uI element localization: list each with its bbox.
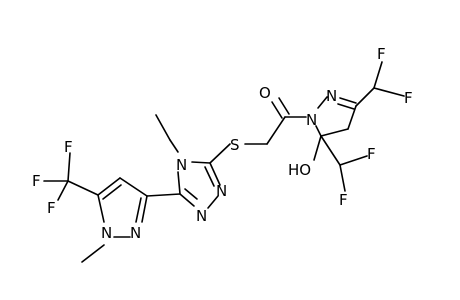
bonds [43,61,405,263]
bond-n2-c3-double-b [337,103,355,110]
bond-carbonyl-c-o-2 [278,97,290,115]
bond-pyrazole-c3-n2-a [141,195,148,223]
bond-triazole-n1-n2 [207,195,219,209]
bond-n4-ethyl-ch2 [169,139,179,153]
bond-triazole-c3-n4 [191,161,211,164]
bond-pyrazole-c4-c5-a [97,177,121,196]
atom-s: S [230,136,240,154]
atom-f-cf3-3: F [47,199,56,217]
bond-n1-n2 [317,96,328,109]
bond-carbonyl-c-o-1 [271,101,283,119]
atom-o-carbonyl: O [259,84,271,102]
bond-triazole-n2-c3-b [204,166,215,187]
bond-c5-n1 [315,125,322,137]
bond-pyrazole-c3-n2-b [135,197,142,223]
bond-cf3-f-top [67,152,71,182]
atom-f-top-1: F [377,45,386,63]
bond-triazole-n4-c5 [177,171,181,195]
bond-s-triazole-c [209,143,231,164]
atom-f-cf3-1: F [64,138,73,156]
atom-f-mid-1: F [367,145,376,163]
atom-f-top-2: F [404,89,413,107]
atom-n-triazole-1: N [196,207,207,225]
bond-triazole-c5-n1-a [179,193,195,207]
atom-f-mid-2: F [339,191,348,209]
atom-f-cf3-2: F [32,172,41,190]
atom-n-pyrazole-2: N [130,224,141,242]
bond-ethyl-ch2-ch3 [155,114,171,141]
bond-c3-chf2 [355,87,375,107]
bond-pyrazole-c3-c4 [119,177,148,197]
bond-n1-methyl [81,244,105,263]
bond-c5-cf3 [67,180,99,196]
atom-n-triazole-4: N [176,156,187,174]
bond-triazole-c5-n1-b [184,188,198,200]
bond-pyrazole-c4-c5-b [102,184,122,200]
bond-triazole-n2-c3-a [209,162,221,186]
bond-chf2-f-lower [339,164,346,192]
bond-c5-chf2 [320,135,341,166]
bond-chf2-f-right [373,87,405,97]
atom-n-pyrazoline-2: N [326,87,337,105]
bond-chf2-f-upper [339,155,368,166]
bond-carbonyl-c-ch2 [266,116,286,145]
atom-n-pyrazole-1: N [101,224,112,242]
bond-c4-c5 [320,128,349,137]
bond-c5-oh [313,135,322,161]
bond-chf2-f-top [373,61,383,89]
atom-ho: HO [288,161,311,179]
atom-labels: O N N F F F F HO S N N N F F F N N [32,45,413,242]
atom-n-triazole-2: N [216,182,227,200]
bond-cf3-f-bottom [57,180,69,201]
bond-n2-c3-double-a [339,97,357,104]
atom-n-pyrazoline-1: N [306,111,317,129]
bond-triazole-pyrazole [146,193,181,197]
bond-c3-c4 [347,105,357,130]
bond-pyrazole-c5-n1 [97,194,105,223]
